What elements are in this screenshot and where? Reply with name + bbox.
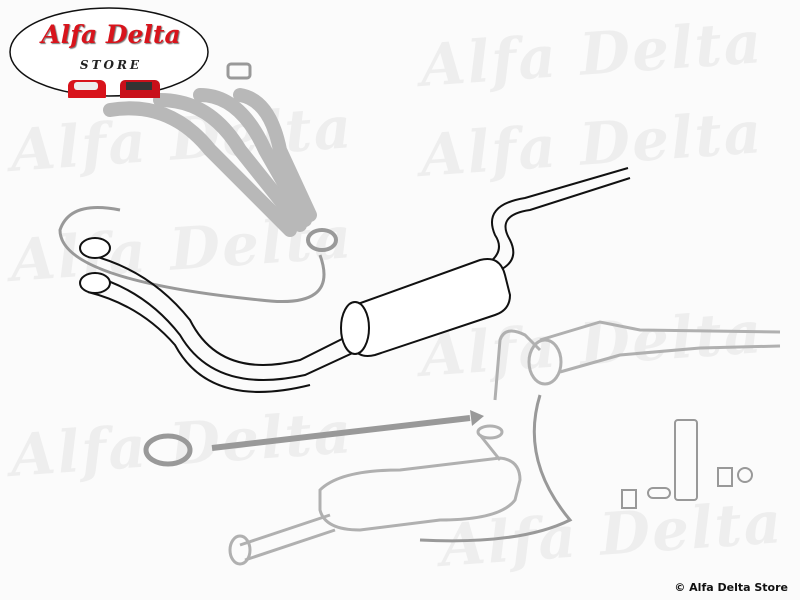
pipe-flange bbox=[79, 237, 111, 259]
front-pipe bbox=[87, 167, 631, 393]
rear-pipe bbox=[493, 320, 781, 401]
arrow-rear bbox=[419, 394, 573, 543]
arrow-manifold bbox=[58, 206, 326, 303]
store-logo[interactable]: Alfa Delta STORE bbox=[8, 6, 210, 98]
mounting-hardware bbox=[621, 419, 753, 509]
arrow-gasket bbox=[211, 415, 471, 451]
rear-muffler bbox=[228, 424, 522, 566]
middle-muffler bbox=[340, 258, 512, 357]
copyright-notice: © Alfa Delta Store bbox=[674, 581, 788, 594]
manifold-flange bbox=[306, 228, 338, 252]
logo-title: Alfa Delta bbox=[41, 20, 181, 49]
exhaust-manifold bbox=[103, 88, 317, 237]
gasket bbox=[226, 62, 252, 80]
ring-gasket bbox=[143, 433, 193, 467]
logo-subtitle: STORE bbox=[79, 58, 143, 72]
pipe-flange bbox=[79, 272, 111, 294]
